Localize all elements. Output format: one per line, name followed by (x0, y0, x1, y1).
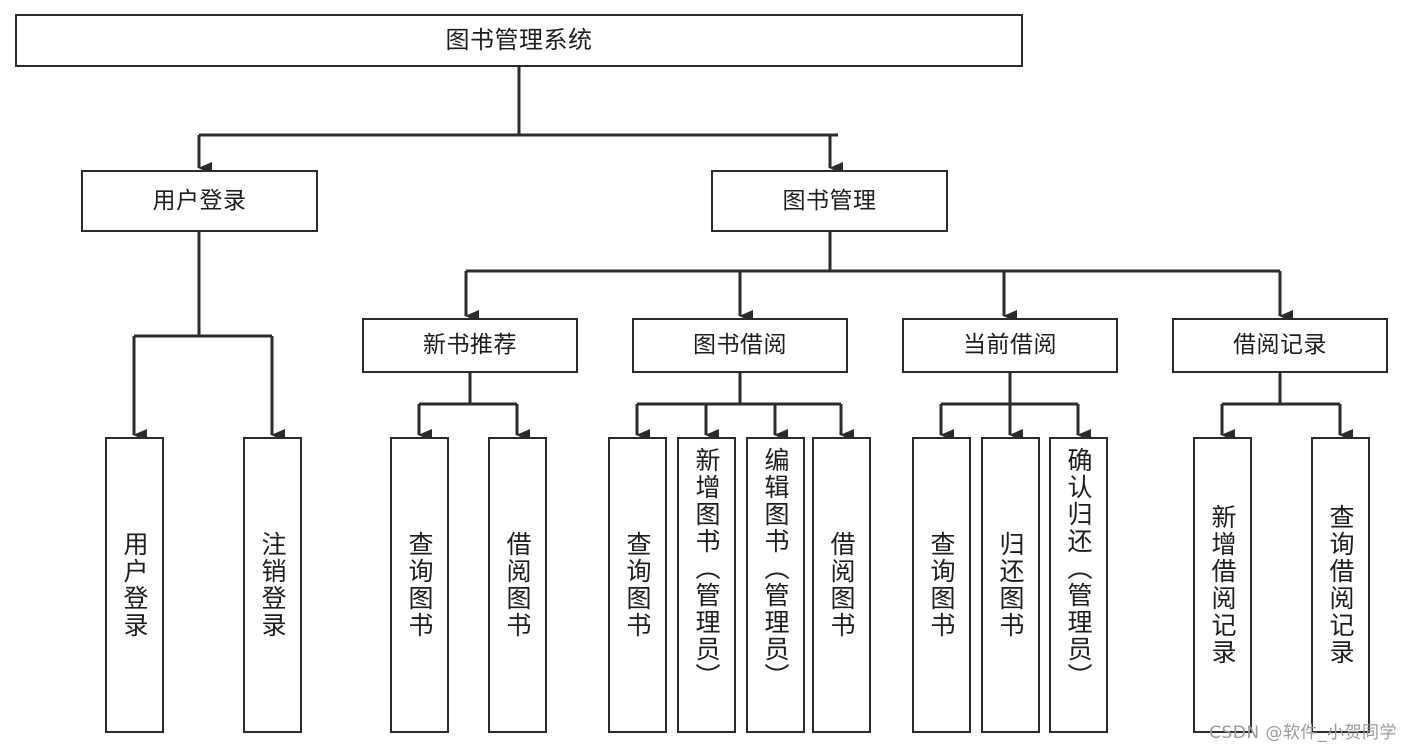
leaf-current-return-book[interactable]: 归还图书 (981, 437, 1040, 733)
leaf-current-confirm-return[interactable]: 确认归还（管理员） (1049, 437, 1108, 733)
leaf-new-book-query[interactable]: 查询图书 (390, 437, 449, 733)
node-label: 用户登录 (152, 187, 247, 214)
node-label: 查询图书 (623, 531, 652, 639)
node-root-system[interactable]: 图书管理系统 (15, 14, 1023, 67)
leaf-user-login-login[interactable]: 用户登录 (105, 437, 164, 733)
node-user-login[interactable]: 用户登录 (81, 170, 318, 232)
node-label: 借阅图书 (503, 531, 532, 639)
node-current-borrow[interactable]: 当前借阅 (902, 318, 1118, 373)
node-label: 新增图书（管理员） (692, 447, 721, 690)
node-book-borrow[interactable]: 图书借阅 (632, 318, 848, 373)
node-label: 借阅图书 (827, 531, 856, 639)
node-label: 新书推荐 (423, 332, 517, 359)
node-label: 查询借阅记录 (1326, 504, 1355, 666)
leaf-current-query-book[interactable]: 查询图书 (912, 437, 971, 733)
leaf-borrow-add-book[interactable]: 新增图书（管理员） (677, 437, 736, 733)
node-label: 图书管理系统 (445, 25, 593, 54)
leaf-borrow-query-book[interactable]: 查询图书 (608, 437, 667, 733)
node-label: 图书管理 (782, 187, 877, 214)
node-label: 归还图书 (996, 531, 1025, 639)
csdn-watermark: CSDN @软件_小贺同学 (1209, 723, 1397, 743)
node-label: 当前借阅 (963, 332, 1057, 359)
node-label: 新增借阅记录 (1208, 504, 1237, 666)
leaf-record-query-record[interactable]: 查询借阅记录 (1311, 437, 1370, 733)
node-book-management[interactable]: 图书管理 (711, 170, 948, 232)
node-new-book-recommend[interactable]: 新书推荐 (362, 318, 578, 373)
node-label: 确认归还（管理员） (1064, 447, 1093, 690)
node-label: 图书借阅 (693, 332, 787, 359)
node-label: 查询图书 (405, 531, 434, 639)
node-label: 注销登录 (258, 531, 287, 639)
node-label: 查询图书 (927, 531, 956, 639)
node-label: 借阅记录 (1233, 332, 1327, 359)
node-label: 编辑图书（管理员） (761, 447, 790, 690)
leaf-borrow-borrow-book[interactable]: 借阅图书 (812, 437, 871, 733)
leaf-record-add-record[interactable]: 新增借阅记录 (1193, 437, 1252, 733)
node-borrow-record[interactable]: 借阅记录 (1172, 318, 1388, 373)
leaf-borrow-edit-book[interactable]: 编辑图书（管理员） (746, 437, 805, 733)
leaf-new-book-borrow[interactable]: 借阅图书 (488, 437, 547, 733)
node-label: 用户登录 (120, 531, 149, 639)
leaf-user-login-logout[interactable]: 注销登录 (243, 437, 302, 733)
